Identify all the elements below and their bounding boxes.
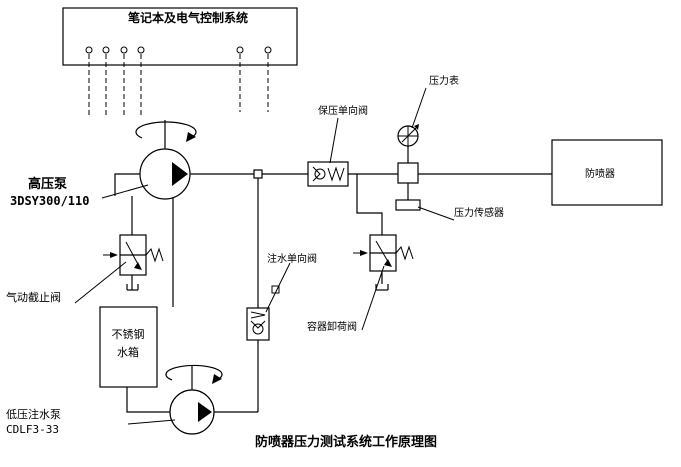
- water-tank: 不锈钢 水箱: [99, 306, 158, 388]
- low-pressure-pump: [165, 364, 223, 435]
- low-pressure-pump-name: 低压注水泵: [6, 407, 61, 421]
- piping: [114, 144, 552, 413]
- signal-lines: [88, 54, 269, 116]
- pressure-gauge: [397, 124, 419, 147]
- low-pressure-pump-model: CDLF3-33: [6, 423, 59, 436]
- high-pressure-pump: [135, 120, 197, 200]
- vessel-unload-valve-label: 容器卸荷阀: [307, 320, 357, 333]
- control-system-label: 笔记本及电气控制系统: [128, 10, 248, 25]
- fill-check-valve: [246, 285, 280, 341]
- pressure-hold-check-valve: [307, 161, 349, 187]
- tank-label-line2: 水箱: [117, 345, 139, 359]
- high-pressure-pump-name: 高压泵: [28, 176, 67, 192]
- high-pressure-pump-model: 3DSY300/110: [10, 194, 89, 208]
- pressure-sensor: [395, 199, 421, 211]
- pressure-gauge-label: 压力表: [429, 74, 459, 87]
- tank-label-line1: 不锈钢: [112, 328, 145, 341]
- diagram-caption: 防喷器压力测试系统工作原理图: [255, 434, 437, 450]
- blowout-preventer: 防喷器: [551, 139, 663, 206]
- control-system-panel: 笔记本及电气控制系统: [62, 7, 298, 116]
- pneumatic-shutoff-valve-label: 气动截止阀: [6, 290, 61, 304]
- pneumatic-shutoff-valve: [103, 234, 164, 291]
- leader-lines: [74, 87, 455, 425]
- vessel-unload-valve: [353, 234, 414, 291]
- pressure-sensor-label: 压力传感器: [454, 206, 504, 219]
- pressure-hold-check-valve-label: 保压单向阀: [318, 104, 368, 117]
- labels: 高压泵 3DSY300/110 气动截止阀 低压注水泵 CDLF3-33 保压单…: [6, 74, 504, 450]
- fill-check-valve-label: 注水单向阀: [267, 252, 317, 265]
- gauge-tee-block: [397, 162, 419, 184]
- blowout-preventer-label: 防喷器: [585, 167, 615, 180]
- control-terminals: [85, 46, 272, 54]
